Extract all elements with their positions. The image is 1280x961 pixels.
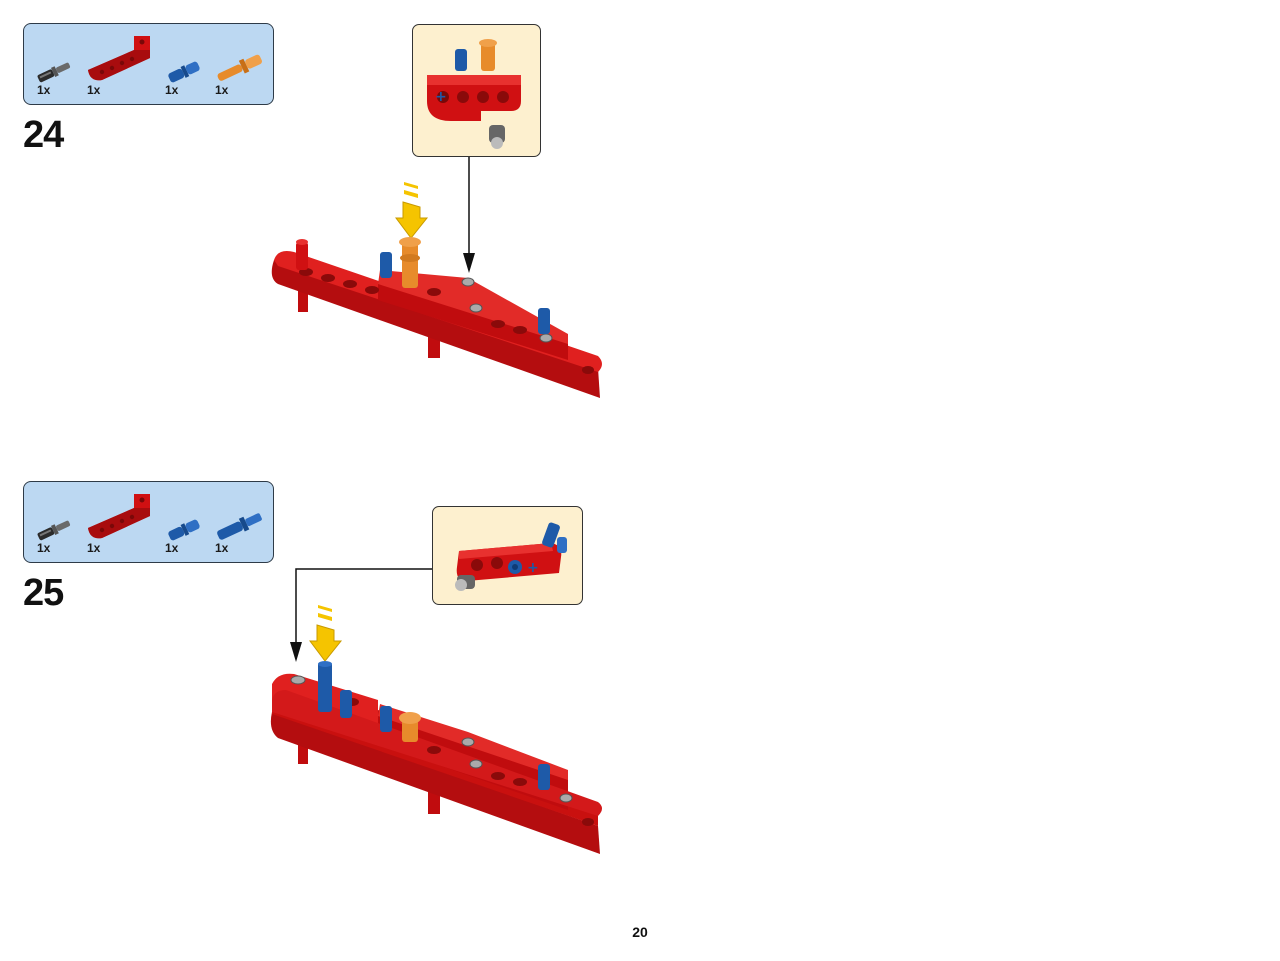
- blue-long-axle-pin-icon: [217, 513, 262, 540]
- red-angled-beam-icon: [88, 36, 150, 81]
- svg-text:+: +: [435, 89, 447, 105]
- subassembly-icon: +: [427, 39, 521, 149]
- page-number: 20: [632, 924, 648, 940]
- step-number: 24: [23, 114, 64, 156]
- insert-arrow-icon: [309, 605, 343, 662]
- black-axle-pin-icon: [37, 520, 71, 541]
- part-qty: 1x: [87, 541, 101, 555]
- part-qty: 1x: [165, 541, 179, 555]
- parts-list-box: 1x 1x 1x 1x: [23, 23, 274, 105]
- insert-arrow-icon: [395, 182, 429, 239]
- part-qty: 1x: [165, 83, 179, 97]
- part-qty: 1x: [87, 83, 101, 97]
- orange-long-pin-icon: [217, 54, 262, 81]
- part-qty: 1x: [215, 541, 229, 555]
- model-assembly: [271, 237, 602, 398]
- black-axle-pin-icon: [37, 62, 71, 83]
- subassembly-callout: +: [412, 24, 541, 157]
- red-angled-beam-icon: [88, 494, 150, 539]
- svg-text:+: +: [527, 560, 539, 576]
- part-qty: 1x: [37, 541, 51, 555]
- part-qty: 1x: [37, 83, 51, 97]
- part-qty: 1x: [215, 83, 229, 97]
- subassembly-callout: +: [432, 506, 583, 605]
- blue-friction-pin-icon: [168, 519, 200, 541]
- subassembly-icon: +: [455, 522, 567, 591]
- connector-arrow: [290, 568, 432, 662]
- step-number: 25: [23, 572, 64, 614]
- parts-list-box: 1x 1x 1x 1x: [23, 481, 274, 563]
- connector-arrow: [463, 157, 475, 273]
- model-assembly: [270, 661, 602, 854]
- blue-friction-pin-icon: [168, 61, 200, 83]
